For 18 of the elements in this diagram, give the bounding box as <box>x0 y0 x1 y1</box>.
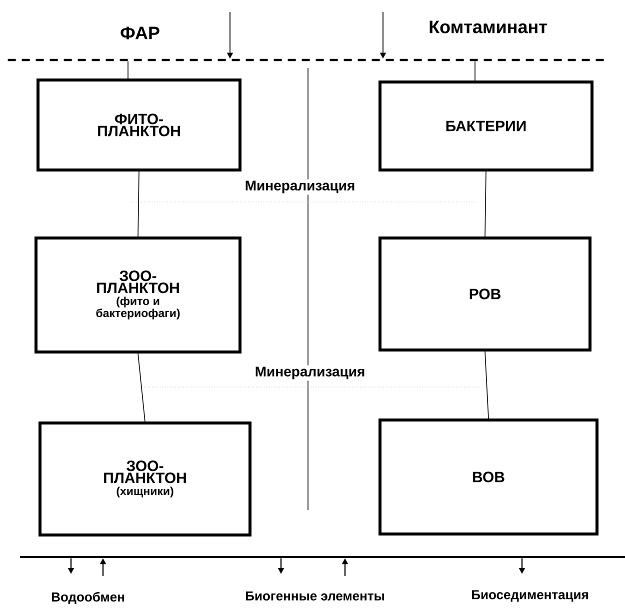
label: Биогенные элементы <box>246 591 384 601</box>
label: Биоседиментация <box>472 590 588 602</box>
label: Водообмен <box>52 592 124 604</box>
label: Минерализация <box>253 365 367 381</box>
box: РОВ <box>378 236 592 352</box>
connector-line <box>484 171 486 237</box>
label: Минерализация <box>243 179 357 195</box>
box: ЗОО- ПЛАНКТОН (хищники) <box>38 421 252 536</box>
label: Комтаминант <box>430 20 547 34</box>
box: БАКТЕРИИ <box>378 80 594 172</box>
box: ФИТО- ПЛАНКТОН <box>36 78 242 172</box>
connector-line <box>474 60 476 81</box>
box: ЗОО- ПЛАНКТОН (фито и бактериофаги) <box>34 236 242 354</box>
label: ФАР <box>120 26 160 40</box>
connector-line <box>138 353 146 422</box>
connector-line <box>138 171 140 237</box>
box: ВОВ <box>378 418 598 536</box>
connector-line <box>484 351 489 419</box>
